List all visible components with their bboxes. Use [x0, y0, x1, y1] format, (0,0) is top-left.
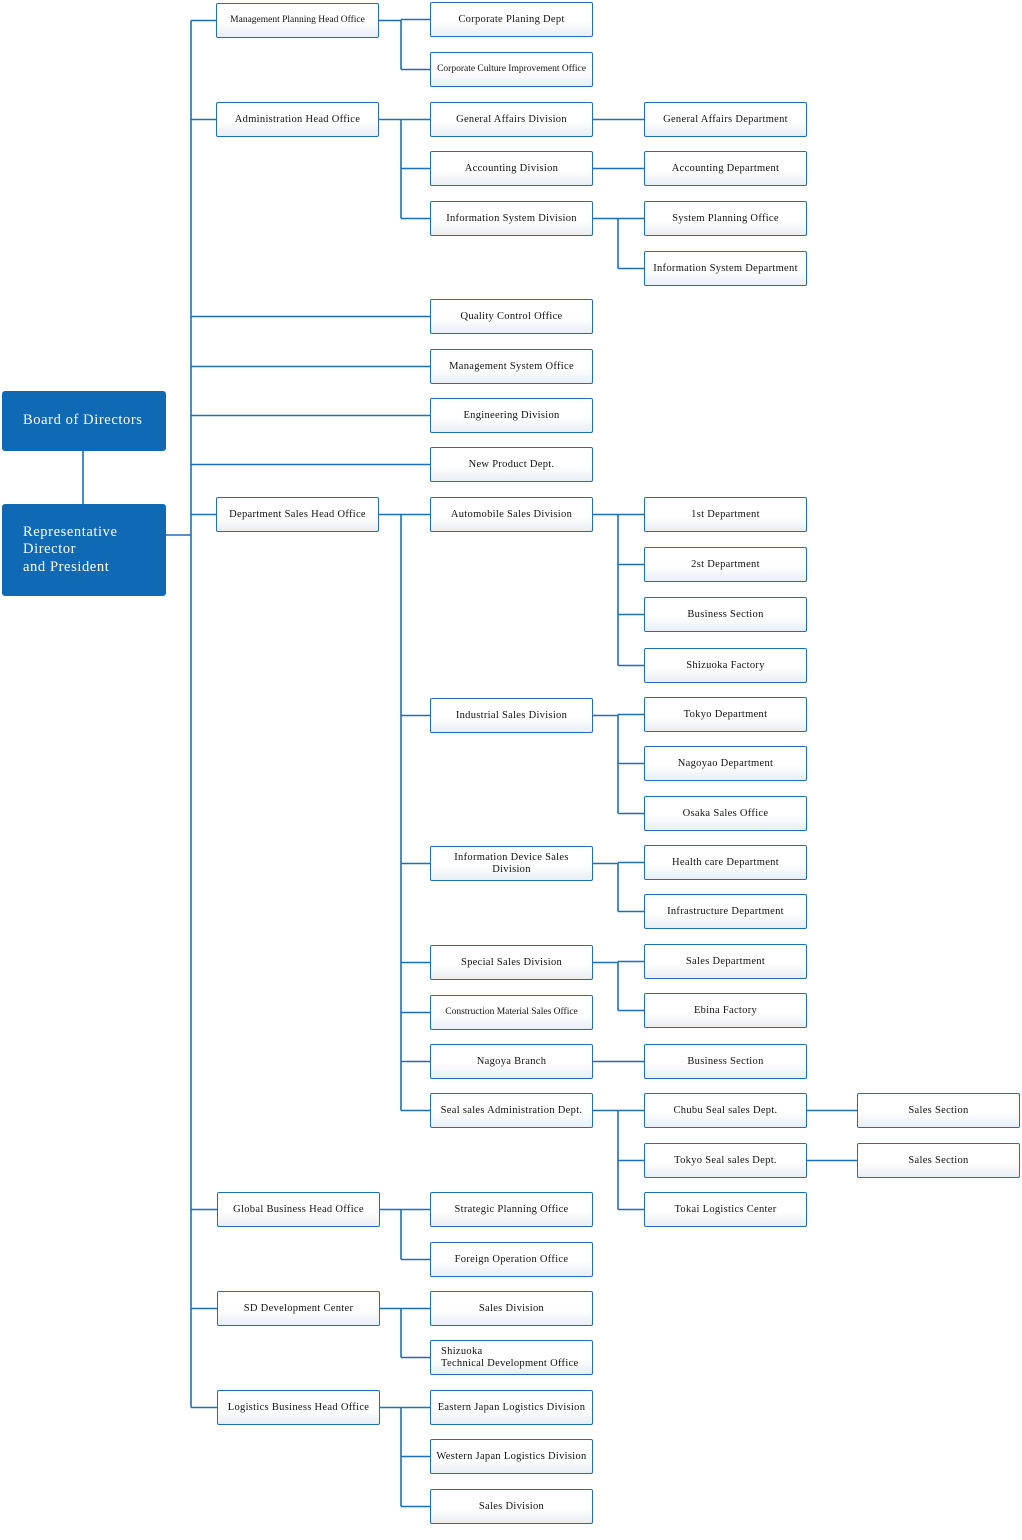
- org-unit-infd: Infrastructure Department: [644, 894, 807, 929]
- representative-director-and-president: Representative Director and President: [2, 504, 166, 596]
- org-unit-aho: Administration Head Office: [216, 102, 379, 137]
- org-unit-spo: System Planning Office: [644, 201, 807, 236]
- org-unit-npd: New Product Dept.: [430, 447, 593, 482]
- org-unit-stp: Strategic Planning Office: [430, 1192, 593, 1227]
- org-unit-acdept: Accounting Department: [644, 151, 807, 186]
- org-unit-foo: Foreign Operation Office: [430, 1242, 593, 1277]
- org-unit-cpd: Corporate Planing Dept: [430, 2, 593, 37]
- org-unit-css: Chubu Seal sales Dept.: [644, 1093, 807, 1128]
- org-unit-sd1: Sales Division: [430, 1291, 593, 1326]
- org-unit-asd: Automobile Sales Division: [430, 497, 593, 532]
- org-unit-tlc: Tokai Logistics Center: [644, 1192, 807, 1227]
- org-unit-lbh: Logistics Business Head Office: [217, 1390, 380, 1425]
- org-unit-ssa: Seal sales Administration Dept.: [430, 1093, 593, 1128]
- org-unit-sld: Sales Department: [644, 944, 807, 979]
- org-unit-cmso: Construction Material Sales Office: [430, 995, 593, 1030]
- org-unit-insd: Industrial Sales Division: [430, 698, 593, 733]
- org-unit-ssd: Special Sales Division: [430, 945, 593, 980]
- org-unit-d2: 2st Department: [644, 547, 807, 582]
- org-unit-ss1: Sales Section: [857, 1093, 1020, 1128]
- org-unit-acd: Accounting Division: [430, 151, 593, 186]
- org-unit-sdc: SD Development Center: [217, 1291, 380, 1326]
- org-unit-isd: Information System Division: [430, 201, 593, 236]
- org-unit-ejl: Eastern Japan Logistics Division: [430, 1390, 593, 1425]
- board-of-directors: Board of Directors: [2, 391, 166, 451]
- org-unit-oso: Osaka Sales Office: [644, 796, 807, 831]
- org-unit-qco: Quality Control Office: [430, 299, 593, 334]
- org-unit-tss: Tokyo Seal sales Dept.: [644, 1143, 807, 1178]
- org-unit-wjl: Western Japan Logistics Division: [430, 1439, 593, 1474]
- org-unit-shf: Shizuoka Factory: [644, 648, 807, 683]
- org-unit-mph: Management Planning Head Office: [216, 3, 379, 38]
- org-unit-tkd: Tokyo Department: [644, 697, 807, 732]
- org-unit-bs2: Business Section: [644, 1044, 807, 1079]
- org-unit-ngd: Nagoyao Department: [644, 746, 807, 781]
- org-unit-gad: General Affairs Division: [430, 102, 593, 137]
- org-unit-hcd: Health care Department: [644, 845, 807, 880]
- org-unit-ebf: Ebina Factory: [644, 993, 807, 1028]
- org-unit-isdept: Information System Department: [644, 251, 807, 286]
- org-unit-gbh: Global Business Head Office: [217, 1192, 380, 1227]
- org-unit-gadept: General Affairs Department: [644, 102, 807, 137]
- org-unit-eng: Engineering Division: [430, 398, 593, 433]
- org-unit-stdo: Shizuoka Technical Development Office: [430, 1340, 593, 1375]
- org-unit-mso: Management System Office: [430, 349, 593, 384]
- org-unit-ss2: Sales Section: [857, 1143, 1020, 1178]
- org-unit-cci: Corporate Culture Improvement Office: [430, 52, 593, 87]
- org-unit-d1: 1st Department: [644, 497, 807, 532]
- org-unit-dsh: Department Sales Head Office: [216, 497, 379, 532]
- org-unit-ngb: Nagoya Branch: [430, 1044, 593, 1079]
- org-unit-idsd: Information Device Sales Division: [430, 846, 593, 881]
- org-unit-sd2: Sales Division: [430, 1489, 593, 1524]
- org-unit-bs1: Business Section: [644, 597, 807, 632]
